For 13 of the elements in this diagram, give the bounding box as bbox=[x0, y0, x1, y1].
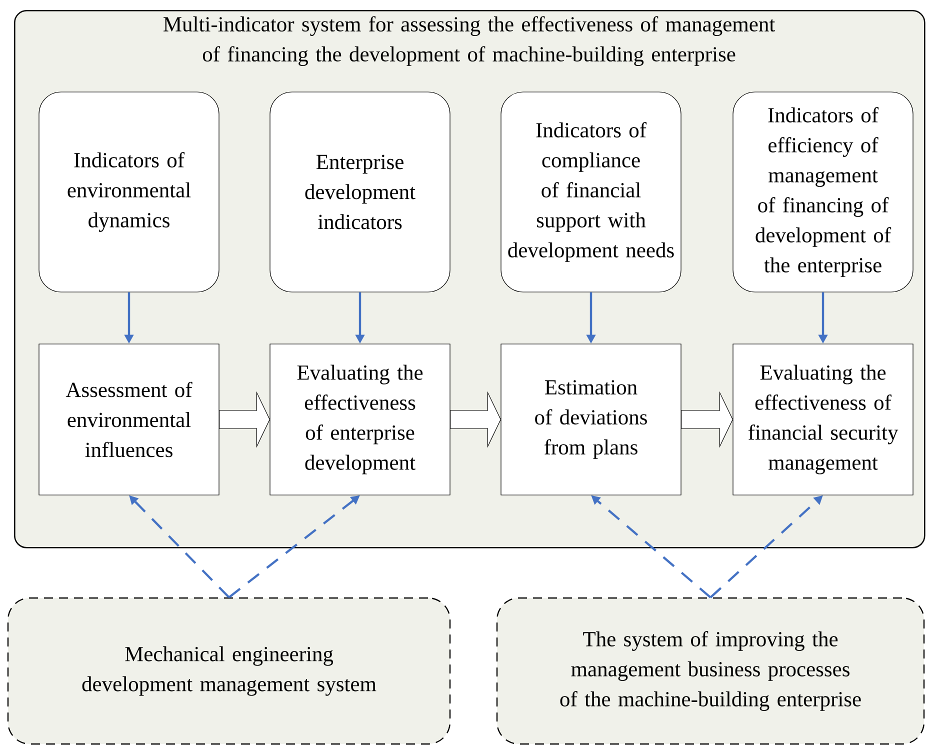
process-box: Assessment of environmental influences bbox=[38, 344, 220, 496]
block-arrow bbox=[450, 391, 502, 448]
process-box: Estimation of deviations from plans bbox=[500, 344, 682, 496]
block-arrow bbox=[219, 391, 270, 448]
system-box: Mechanical engineering development management system bbox=[7, 597, 451, 745]
system-box: The system of improving the management business processes of the machine-building enterprise bbox=[496, 597, 925, 745]
indicator-box: Indicators of compliance of financial support with development needs bbox=[500, 92, 682, 292]
indicator-box: Indicators of efficiency of management of financing of development of the enterprise bbox=[732, 92, 914, 292]
block-arrow bbox=[681, 391, 734, 448]
process-box: Evaluating the effectiveness of enterprise development bbox=[270, 344, 450, 496]
indicator-box: Indicators of environmental dynamics bbox=[38, 92, 220, 292]
process-box: Evaluating the effectiveness of financial security management bbox=[732, 344, 914, 496]
indicator-box: Enterprise development indicators bbox=[270, 92, 450, 292]
